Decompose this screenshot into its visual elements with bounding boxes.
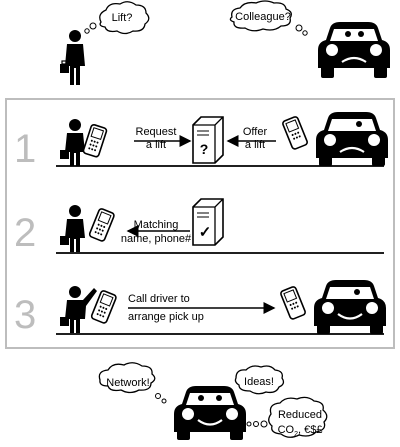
step-1-phone-icon xyxy=(82,123,108,158)
network-thought-text: Network! xyxy=(106,377,149,389)
reduced-emissions-thought-bubble: Reduced CO2, €$£ xyxy=(246,396,328,438)
request-lift-line1: Request xyxy=(136,126,177,138)
lift-thought-bubble: Lift? xyxy=(84,1,150,35)
server-question-mark: ? xyxy=(200,141,209,157)
network-thought-bubble: Network! xyxy=(98,362,167,404)
step-2-number: 2 xyxy=(14,211,36,255)
reduced-line2: CO2, €$£ xyxy=(278,424,323,438)
step-2-person-icon xyxy=(60,205,85,252)
step-3-driver-phone-icon xyxy=(280,286,306,320)
call-driver-line1: Call driver to xyxy=(128,293,190,305)
step-2-server-icon: ✓ xyxy=(192,198,224,246)
step-3-waving-person-icon xyxy=(60,286,97,333)
sad-car-icon xyxy=(318,22,390,78)
reduced-line1: Reduced xyxy=(278,409,322,421)
colleague-thought-bubble: Colleague? xyxy=(229,0,308,36)
matching-line1: Matching xyxy=(134,219,179,231)
step-3-phone-icon xyxy=(90,290,117,324)
matching-line2: name, phone# xyxy=(121,233,192,245)
colleague-thought-text: Colleague? xyxy=(235,11,291,23)
ideas-thought-text: Ideas! xyxy=(244,376,274,388)
offer-lift-line1: Offer xyxy=(243,126,268,138)
step-1-sad-car-icon xyxy=(316,112,388,166)
reduced-co2-subscript: 2 xyxy=(294,431,298,438)
step-3-happy-car-icon xyxy=(314,280,386,334)
call-driver-line2: arrange pick up xyxy=(128,311,204,323)
pedestrian-icon xyxy=(60,30,85,85)
step-1-number: 1 xyxy=(14,127,36,171)
server-checkmark: ✓ xyxy=(199,224,212,241)
ideas-thought-bubble: Ideas! xyxy=(220,365,285,404)
lift-thought-text: Lift? xyxy=(112,12,133,24)
step-1-driver-phone-icon xyxy=(282,116,308,150)
request-lift-line2: a lift xyxy=(146,139,166,151)
step-3-number: 3 xyxy=(14,293,36,337)
shared-happy-car-icon xyxy=(174,386,246,440)
step-2-phone-icon xyxy=(88,208,115,242)
reduced-co2: CO xyxy=(278,424,295,436)
step-1-person-icon xyxy=(60,119,85,166)
offer-lift-line2: a lift xyxy=(245,139,265,151)
reduced-money: , €$£ xyxy=(298,424,322,436)
step-1-server-icon: ? xyxy=(192,116,224,164)
